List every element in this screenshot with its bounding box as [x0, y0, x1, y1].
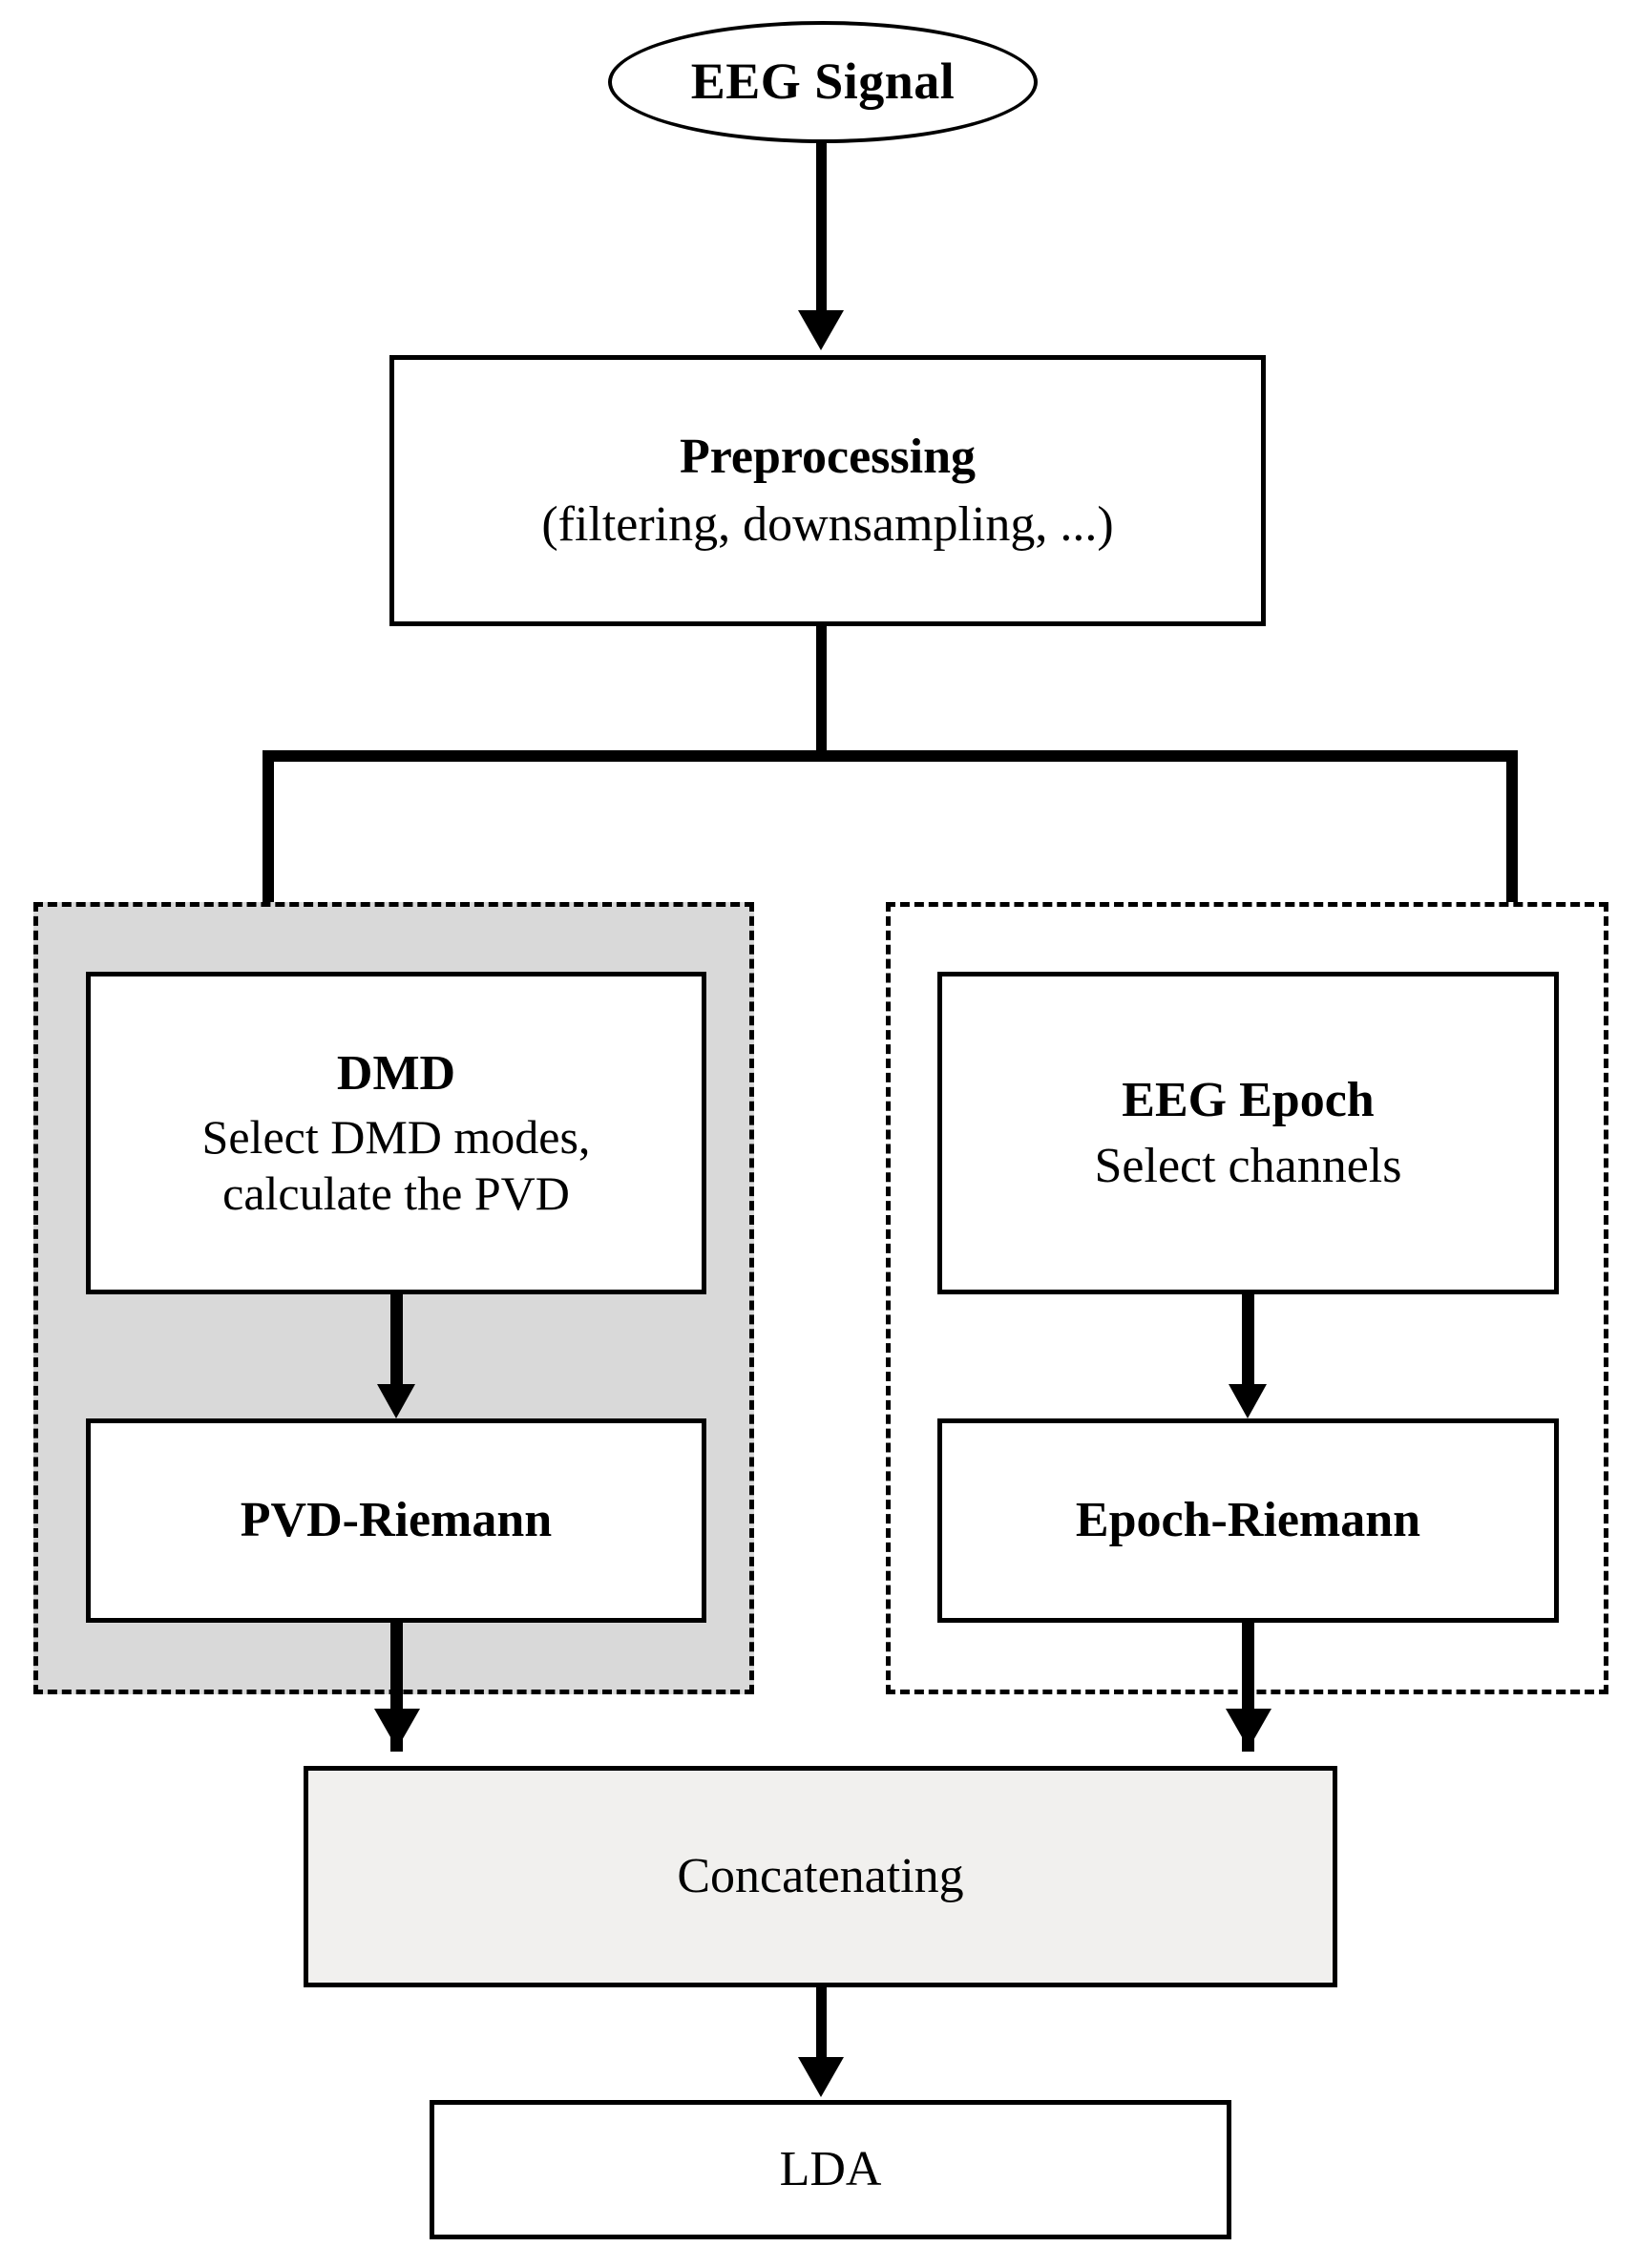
- node-eeg-epoch-subtitle: Select channels: [1094, 1139, 1402, 1193]
- node-epoch-riemann[interactable]: Epoch-Riemann: [937, 1418, 1559, 1623]
- connector-eeg-epoch-to-epoch-riemann: [1242, 1294, 1254, 1390]
- arrow-down-icon: [377, 1384, 415, 1418]
- node-concatenating[interactable]: Concatenating: [304, 1766, 1337, 1987]
- connector-split-bar: [263, 750, 1518, 762]
- connector-preprocessing-stem: [816, 626, 827, 755]
- node-eeg-epoch-title: EEG Epoch: [1122, 1072, 1375, 1127]
- node-preprocessing-title: Preprocessing: [679, 429, 977, 484]
- arrow-down-icon: [798, 310, 844, 350]
- node-epoch-riemann-label: Epoch-Riemann: [1075, 1493, 1421, 1548]
- node-lda-label: LDA: [779, 2142, 882, 2197]
- node-preprocessing-subtitle: (filtering, downsampling, ...): [541, 497, 1114, 552]
- connector-split-right-leg: [1506, 750, 1518, 927]
- connector-eeg-to-preprocessing: [816, 143, 827, 315]
- node-eeg-signal[interactable]: EEG Signal: [608, 21, 1038, 143]
- arrow-down-icon: [1226, 1709, 1271, 1749]
- node-lda[interactable]: LDA: [430, 2100, 1231, 2239]
- node-pvd-riemann-label: PVD-Riemann: [240, 1493, 553, 1548]
- arrow-down-icon: [798, 2057, 844, 2097]
- node-dmd-subtitle-line2: calculate the PVD: [222, 1166, 570, 1220]
- connector-concatenating-to-lda: [816, 1987, 827, 2064]
- arrow-down-icon: [1229, 1384, 1267, 1418]
- arrow-down-icon: [374, 1709, 420, 1749]
- node-dmd[interactable]: DMD Select DMD modes, calculate the PVD: [86, 972, 706, 1294]
- node-preprocessing[interactable]: Preprocessing (filtering, downsampling, …: [389, 355, 1266, 626]
- connector-split-left-leg: [263, 750, 274, 927]
- node-pvd-riemann[interactable]: PVD-Riemann: [86, 1418, 706, 1623]
- node-eeg-epoch[interactable]: EEG Epoch Select channels: [937, 972, 1559, 1294]
- connector-dmd-to-pvd-riemann: [390, 1294, 403, 1390]
- node-dmd-title: DMD: [336, 1046, 456, 1102]
- node-concatenating-label: Concatenating: [677, 1849, 964, 1904]
- node-dmd-subtitle-line1: Select DMD modes,: [201, 1109, 591, 1164]
- node-eeg-signal-label: EEG Signal: [690, 52, 956, 111]
